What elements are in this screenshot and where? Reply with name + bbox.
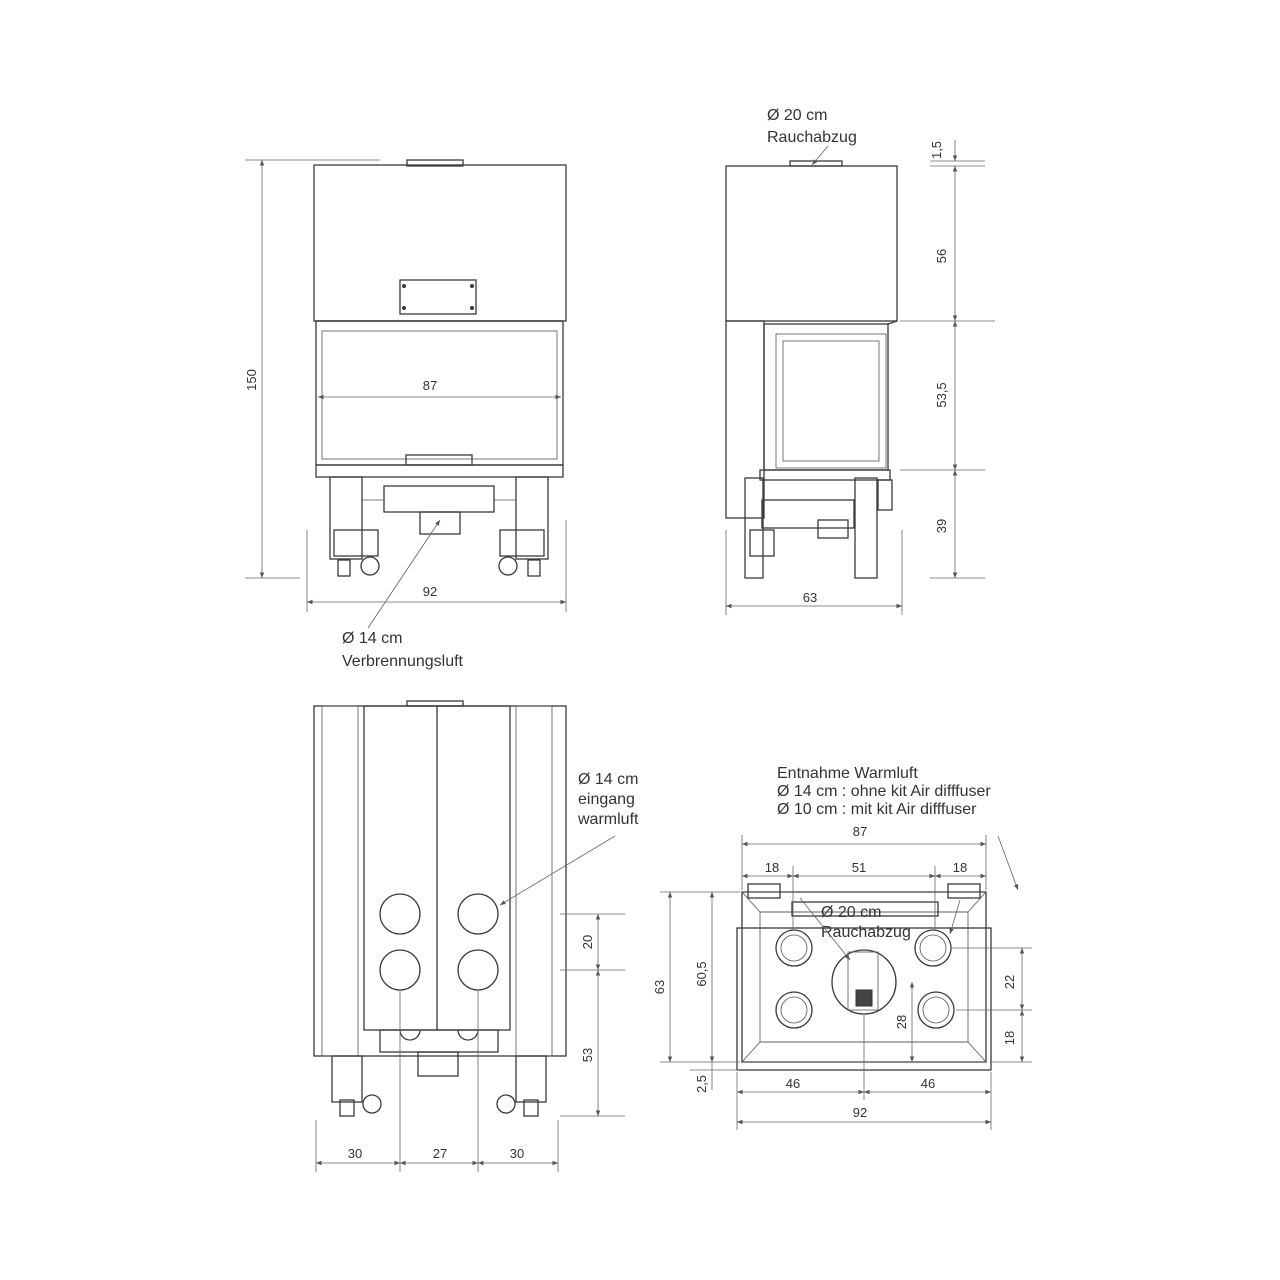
top-dim-51: 51 — [852, 860, 866, 875]
front-dimension-inner-width: 87 — [318, 378, 561, 400]
back-view — [313, 700, 567, 1117]
back-inlet-diameter: Ø 14 cm — [578, 771, 638, 788]
side-dimension-depth: 63 — [725, 530, 903, 615]
back-dim-30-right: 30 — [510, 1146, 524, 1161]
front-height-label: 150 — [244, 369, 259, 391]
top-flue-diameter: Ø 20 cm — [821, 904, 881, 921]
front-width-label: 92 — [423, 584, 437, 599]
back-dim-27: 27 — [433, 1146, 447, 1161]
top-dim-18-vertical: 18 — [1002, 1031, 1017, 1045]
back-dim-20: 20 — [580, 935, 595, 949]
top-flue-label: Rauchabzug — [821, 924, 911, 941]
top-legend-line1: Ø 14 cm : ohne kit Air difffuser — [777, 783, 991, 800]
top-legend-line2: Ø 10 cm : mit kit Air difffuser — [777, 801, 977, 818]
side-flue-callout: Ø 20 cm Rauchabzug — [767, 107, 857, 166]
top-dim-22: 22 — [1002, 975, 1017, 989]
top-depth-60-5: 60,5 — [694, 961, 709, 986]
top-warm-air-outlet-2 — [914, 929, 952, 967]
top-dim-46-right: 46 — [921, 1076, 935, 1091]
back-inlet-label-1: eingang — [578, 791, 635, 808]
side-dim-53-5: 53,5 — [934, 382, 949, 407]
top-warm-air-outlet-1 — [775, 929, 813, 967]
back-air-inlet-2 — [457, 893, 499, 935]
back-air-inlet-3 — [379, 949, 421, 991]
side-dim-56: 56 — [934, 249, 949, 263]
top-warm-air-outlet-3 — [775, 991, 813, 1029]
top-dimensions-right: 28 22 18 — [894, 947, 1032, 1063]
top-dimensions-lower: 46 46 92 — [736, 1014, 992, 1130]
top-offset-2-5: 2,5 — [694, 1075, 709, 1093]
top-width-87: 87 — [853, 824, 867, 839]
top-dim-46-left: 46 — [786, 1076, 800, 1091]
back-dim-30-left: 30 — [348, 1146, 362, 1161]
top-dim-18-left: 18 — [765, 860, 779, 875]
back-bottom-dimensions: 30 27 30 — [315, 990, 559, 1172]
top-legend-title: Entnahme Warmluft — [777, 765, 918, 782]
side-view — [725, 160, 898, 579]
back-dim-53: 53 — [580, 1048, 595, 1062]
top-view — [736, 883, 992, 1071]
side-flue-label: Rauchabzug — [767, 129, 857, 146]
back-air-inlet-4 — [457, 949, 499, 991]
side-vertical-dimensions: 1,5 56 53,5 39 — [900, 140, 995, 579]
front-air-callout: Ø 14 cm Verbrennungsluft — [342, 519, 464, 670]
front-dimension-height: 150 — [244, 159, 380, 579]
back-air-inlet-1 — [379, 893, 421, 935]
front-air-label: Verbrennungsluft — [342, 653, 464, 670]
front-dimension-width: 92 — [306, 520, 567, 612]
back-inlet-label-2: warmluft — [577, 811, 639, 828]
front-inner-width-label: 87 — [423, 378, 437, 393]
top-flue-callout: Ø 20 cm Rauchabzug — [799, 897, 961, 961]
front-view — [313, 159, 567, 577]
back-vertical-dimensions: 20 53 — [560, 913, 625, 1117]
front-air-diameter: Ø 14 cm — [342, 630, 402, 647]
top-warm-air-outlet-4 — [917, 991, 955, 1029]
top-dim-18-right: 18 — [953, 860, 967, 875]
side-dim-39: 39 — [934, 519, 949, 533]
back-inlet-callout: Ø 14 cm eingang warmluft — [499, 771, 639, 906]
side-dim-1-5: 1,5 — [929, 141, 944, 159]
top-depth-63: 63 — [652, 980, 667, 994]
top-dimensions-left: 63 60,5 2,5 — [652, 891, 740, 1093]
top-dim-28: 28 — [894, 1015, 909, 1029]
top-view-legend: Entnahme Warmluft Ø 14 cm : ohne kit Air… — [777, 765, 1019, 891]
side-flue-diameter: Ø 20 cm — [767, 107, 827, 124]
top-width-92: 92 — [853, 1105, 867, 1120]
top-dimensions-upper: 87 18 51 18 — [741, 824, 987, 930]
side-depth-label: 63 — [803, 590, 817, 605]
